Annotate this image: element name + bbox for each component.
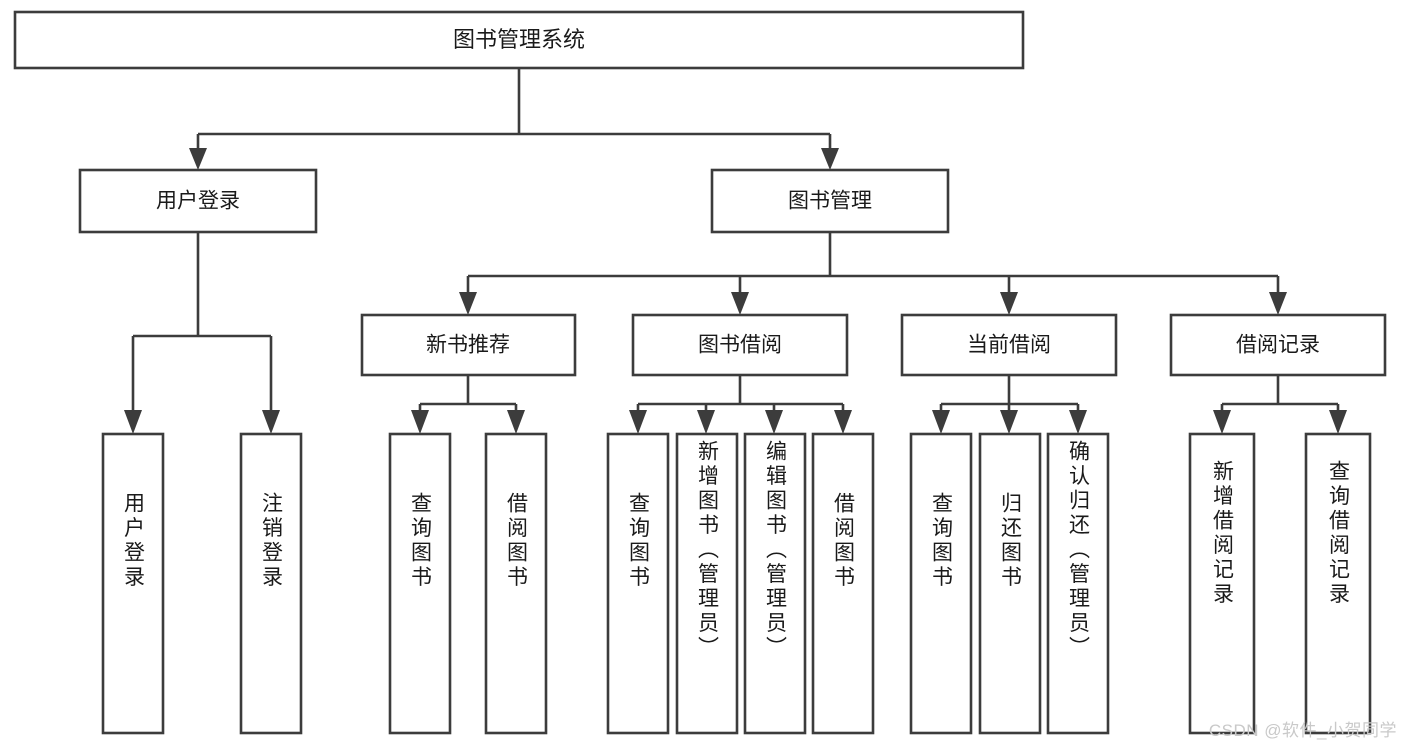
node-borrow-record[interactable]: 借阅记录 (1169, 313, 1387, 377)
connectors-bookmgmt-to-level3 (459, 232, 1287, 315)
leaf-box-user-login[interactable] (101, 432, 165, 735)
leaf-box-borrow-query-book[interactable] (606, 432, 670, 735)
node-borrow-record-label: 借阅记录 (1236, 334, 1320, 357)
node-root-label: 图书管理系统 (453, 27, 585, 52)
arrow-head-icon-userlogin-1 (124, 410, 142, 434)
node-new-book-recommend-label: 新书推荐 (426, 334, 510, 357)
connectors-userlogin-to-leaves (124, 232, 280, 434)
arrow-head-icon-lvl3-1 (459, 292, 477, 315)
node-book-borrow-box[interactable] (631, 313, 849, 377)
arrow-head-icon-currentborrow-3 (1069, 410, 1087, 434)
arrow-head-icon-lvl3-3 (1000, 292, 1018, 315)
connectors-root-to-level2 (189, 68, 839, 170)
leaf-box-borrow-borrow-book[interactable] (811, 432, 875, 735)
connectors-borrowrecord-to-leaves (1213, 375, 1347, 434)
node-book-borrow-label: 图书借阅 (698, 334, 782, 357)
node-new-book-recommend-box[interactable] (360, 313, 577, 377)
arrow-head-icon-root-2 (821, 148, 839, 170)
leaf-box-record-query[interactable] (1304, 432, 1372, 735)
arrow-head-icon-lvl3-2 (731, 292, 749, 315)
leaf-box-borrow-add-book-admin[interactable] (675, 432, 739, 735)
node-user-login[interactable]: 用户登录 (78, 168, 318, 234)
node-current-borrow-box[interactable] (900, 313, 1118, 377)
leaf-box-current-return-book[interactable] (978, 432, 1042, 735)
connectors-newbook-to-leaves (411, 375, 525, 434)
leaf-box-logout[interactable] (239, 432, 303, 735)
node-book-management-box[interactable] (710, 168, 950, 234)
watermark-text: CSDN @软件_小贺同学 (1208, 721, 1397, 740)
arrow-head-icon-borrowrecord-2 (1329, 410, 1347, 434)
leaf-box-current-confirm-return-admin[interactable] (1046, 432, 1110, 735)
leaf-box-newbook-borrow-book[interactable] (484, 432, 548, 735)
arrow-head-icon-currentborrow-2 (1000, 410, 1018, 434)
node-book-management[interactable]: 图书管理 (710, 168, 950, 234)
node-current-borrow[interactable]: 当前借阅 (900, 313, 1118, 377)
node-user-login-label: 用户登录 (156, 190, 240, 213)
leaf-box-record-add[interactable] (1188, 432, 1256, 735)
arrow-head-icon-userlogin-2 (262, 410, 280, 434)
connectors-currentborrow-to-leaves (932, 375, 1087, 434)
leaf-box-borrow-edit-book-admin[interactable] (743, 432, 807, 735)
arrow-head-icon-bookborrow-4 (834, 410, 852, 434)
arrow-head-icon-bookborrow-3 (765, 410, 783, 434)
leaf-box-newbook-query-book[interactable] (388, 432, 452, 735)
arrow-head-icon-bookborrow-2 (697, 410, 715, 434)
node-current-borrow-label: 当前借阅 (967, 334, 1051, 357)
arrow-head-icon-newbook-2 (507, 410, 525, 434)
connectors-bookborrow-to-leaves (629, 375, 852, 434)
node-root-box[interactable] (13, 10, 1025, 70)
node-root-book-management-system[interactable]: 图书管理系统 (13, 10, 1025, 70)
node-book-management-label: 图书管理 (788, 190, 872, 213)
node-book-borrow[interactable]: 图书借阅 (631, 313, 849, 377)
leaf-box-current-query-book[interactable] (909, 432, 973, 735)
node-new-book-recommend[interactable]: 新书推荐 (360, 313, 577, 377)
arrow-head-icon-lvl3-4 (1269, 292, 1287, 315)
arrow-head-icon-root-1 (189, 148, 207, 170)
arrow-head-icon-borrowrecord-1 (1213, 410, 1231, 434)
node-user-login-box[interactable] (78, 168, 318, 234)
node-borrow-record-box[interactable] (1169, 313, 1387, 377)
arrow-head-icon-newbook-1 (411, 410, 429, 434)
arrow-head-icon-currentborrow-1 (932, 410, 950, 434)
arrow-head-icon-bookborrow-1 (629, 410, 647, 434)
